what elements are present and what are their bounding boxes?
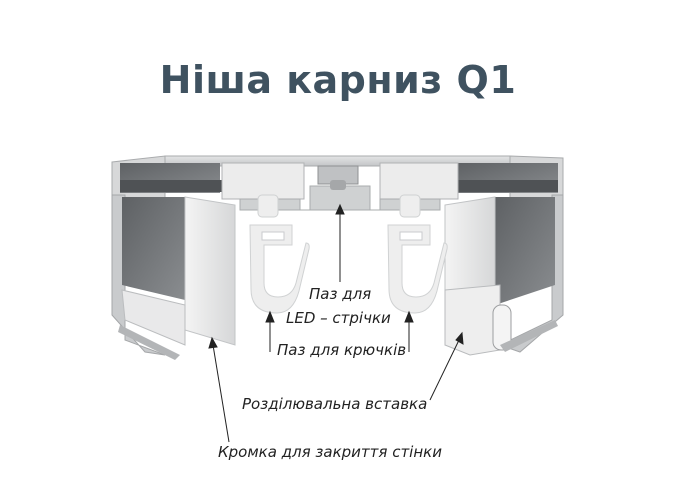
left-housing	[111, 194, 236, 360]
right-housing	[444, 194, 564, 356]
label-hook-slot: Паз для крючків	[277, 341, 407, 359]
label-led-slot-line2: LED – стрічки	[286, 309, 391, 327]
product-title: Ніша карниз Q1	[159, 58, 517, 102]
curtain-hook-right	[387, 194, 448, 314]
label-wall-edge: Кромка для закриття стінки	[218, 443, 442, 461]
label-led-slot: Паз для	[309, 285, 372, 303]
curtain-hook-left	[249, 194, 310, 314]
annotation-pointers	[208, 203, 464, 443]
top-profile	[111, 155, 564, 211]
label-divider-insert: Розділювальна вставка	[242, 395, 428, 413]
